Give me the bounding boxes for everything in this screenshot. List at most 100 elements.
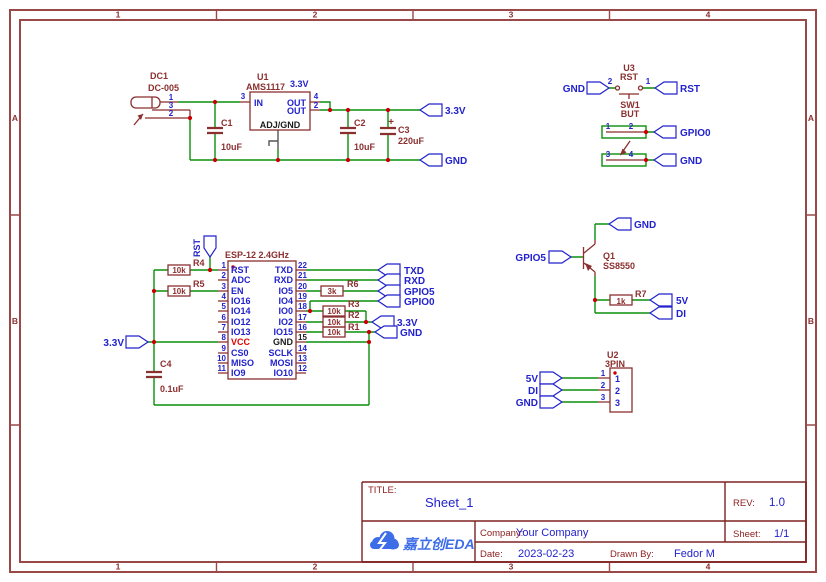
esp-pin-io15: IO15: [273, 327, 293, 337]
esp-pin-cs0: CS0: [231, 348, 249, 358]
junction-dot: [345, 107, 351, 113]
sheet-title: Sheet_1: [425, 495, 473, 510]
frame-row-b-right: B: [808, 316, 814, 326]
esp12-pin1-marker: [231, 265, 235, 269]
sheet-label: Sheet:: [733, 529, 760, 540]
esp-pinnum-13: 13: [298, 354, 307, 363]
junction-dot: [643, 157, 649, 163]
junction-dot: [151, 339, 157, 345]
u1-value: AMS1117: [246, 82, 285, 92]
junction-dot: [592, 297, 598, 303]
esp-pin-adc: ADC: [231, 275, 251, 285]
u3-pinnum-2: 2: [608, 77, 613, 86]
c4-ref: C4: [160, 359, 172, 369]
junction-dot: [366, 339, 372, 345]
flag-shape-rxd: [376, 273, 401, 287]
q1-emitter-arrow: [585, 263, 592, 271]
esp-pinnum-5: 5: [222, 302, 227, 311]
flag-shape-5v-u2: [539, 371, 564, 385]
r4-value: 10k: [172, 266, 186, 275]
esp-pinnum-2: 2: [222, 271, 227, 280]
junction-dot: [385, 107, 391, 113]
junction-dot: [187, 115, 193, 121]
esp-pinnum-21: 21: [298, 271, 307, 280]
esp-pin-txd: TXD: [275, 265, 294, 275]
easyeda-logo: 嘉立创EDA: [370, 531, 475, 553]
cloud-icon: [370, 531, 399, 553]
date-label: Date:: [480, 549, 503, 560]
sheet-value: 1/1: [774, 528, 789, 540]
frame-col-2-bottom: 2: [313, 562, 318, 572]
flag-shape-gnd-esp: [373, 325, 398, 339]
r1-resistor: [322, 326, 346, 338]
net-flag-shapes: [125, 81, 678, 409]
r7-value: 1k: [617, 297, 626, 306]
u2-pin-1: 1: [615, 374, 620, 384]
esp-pin-io4: IO4: [278, 296, 293, 306]
frame-col-3-bottom: 3: [509, 562, 514, 572]
flag-di-u2: DI: [528, 386, 538, 397]
u3-contact-right: [637, 85, 644, 91]
frame-col-4-bottom: 4: [706, 562, 711, 572]
c2-value: 10uF: [354, 142, 376, 152]
frame-col-1-top: 1: [116, 10, 121, 20]
flag-shape-3v3-left: [125, 335, 150, 349]
junction-dot: [212, 99, 218, 105]
u1-adj-pin: [268, 130, 279, 150]
frame-col-3-top: 3: [509, 10, 514, 20]
flag-shape-di-u2: [539, 383, 564, 397]
esp-pinnum-16: 16: [298, 323, 307, 332]
drawn-by-label: Drawn By:: [610, 549, 654, 560]
company-value: Your Company: [516, 527, 589, 539]
junction-dot: [212, 157, 218, 163]
r1-ref: R1: [348, 322, 360, 332]
r6-resistor: [320, 285, 344, 297]
u2-connector-body: [609, 367, 633, 413]
esp-pin-miso: MISO: [231, 358, 254, 368]
esp-pin-io5: IO5: [278, 286, 293, 296]
esp-title: ESP-12 2.4GHz: [225, 250, 290, 260]
u2-pin-2: 2: [615, 386, 620, 396]
c1-value: 10uF: [221, 142, 243, 152]
u1-regulator-body: [249, 91, 311, 131]
title-block-lines: [361, 481, 807, 563]
flag-gnd-u3: GND: [563, 84, 585, 95]
r5-ref: R5: [193, 279, 205, 289]
r5-value: 10k: [172, 287, 186, 296]
junction-dot: [207, 267, 213, 273]
rev-value: 1.0: [769, 497, 785, 509]
esp-pinnum-22: 22: [298, 261, 307, 270]
r3-ref: R3: [348, 299, 360, 309]
esp-pin-sclk: SCLK: [269, 348, 294, 358]
esp-pin-gnd: GND: [273, 337, 294, 347]
flag-shape-gnd-u2: [539, 395, 564, 409]
wires: [148, 87, 655, 406]
u2-pinnum-1: 1: [601, 369, 606, 378]
frame-col-2-top: 2: [313, 10, 318, 20]
date-value: 2023-02-23: [518, 548, 574, 560]
flag-gpio5: GPIO5: [404, 287, 435, 298]
flag-3v3-esp: 3.3V: [397, 318, 418, 329]
dc1-lever-arrow: [137, 114, 143, 120]
flag-3v3-left: 3.3V: [103, 338, 124, 349]
esp-pinnum-7: 7: [222, 323, 227, 332]
u1-pin-out1: OUT: [287, 98, 307, 108]
esp-pinnum-4: 4: [222, 292, 227, 301]
r3-resistor: [322, 305, 346, 317]
u2-value: 3PIN: [605, 359, 625, 369]
r7-resistor: [609, 294, 633, 306]
c3-plus: +: [388, 117, 394, 128]
flag-shape-gnd-u3: [586, 81, 611, 95]
dc1-pin-2: 2: [169, 109, 174, 118]
frame-col-4-top: 4: [706, 10, 711, 20]
flag-shape-gnd-main: [418, 153, 443, 167]
flag-gpio0: GPIO0: [404, 297, 435, 308]
r2-value: 10k: [327, 318, 341, 327]
r4-resistor: [167, 264, 191, 276]
dc1-barrel-jack: [130, 96, 161, 109]
r2-ref: R2: [348, 310, 360, 320]
esp-pin-rxd: RXD: [274, 275, 294, 285]
u3-value: RST: [620, 72, 639, 82]
junction-dot: [151, 288, 157, 294]
